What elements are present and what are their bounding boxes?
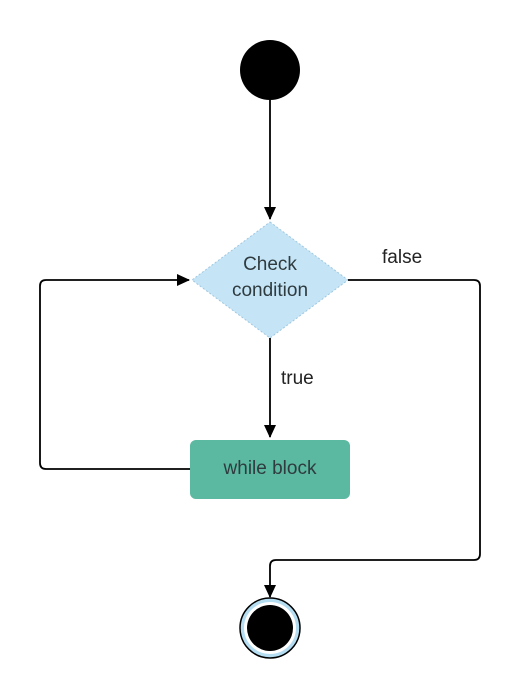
edge-decision-to-end bbox=[264, 279, 481, 598]
process-node bbox=[190, 440, 350, 499]
process-label: while block bbox=[223, 458, 317, 479]
edge-label-true: true bbox=[281, 368, 314, 389]
end-node-ring-outline bbox=[239, 597, 301, 659]
edge-process-loop-back bbox=[39, 274, 190, 470]
decision-node bbox=[191, 221, 349, 339]
edge-label-false: false bbox=[382, 247, 422, 268]
end-node-core bbox=[247, 605, 293, 651]
decision-label-line2: condition bbox=[232, 280, 308, 301]
start-node bbox=[240, 40, 300, 100]
decision-label-line1: Check bbox=[243, 254, 297, 275]
